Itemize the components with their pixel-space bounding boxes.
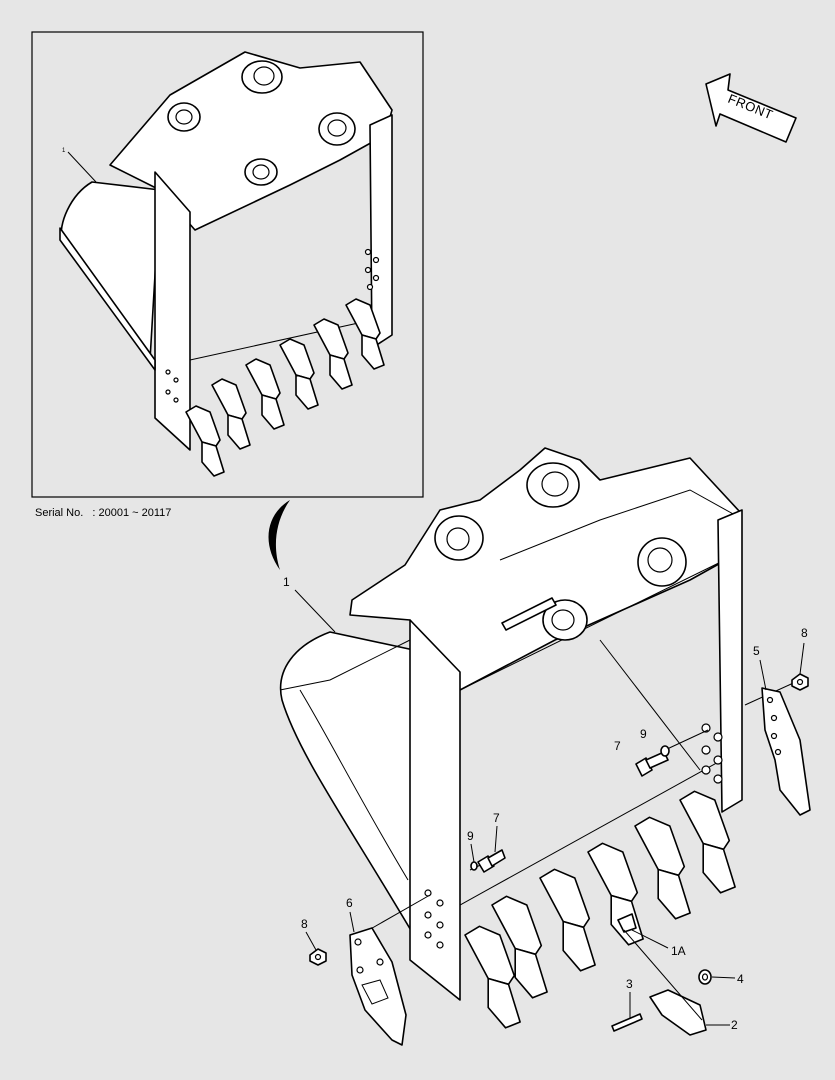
bucket-tooth (587, 842, 644, 946)
inset-tooth (185, 405, 225, 477)
inset-tooth (279, 338, 319, 410)
callout-bolt-right: 7 (614, 739, 621, 753)
callout-nut-left: 8 (301, 917, 308, 931)
serial-range: : 20001 ~ 20117 (92, 507, 171, 519)
callout-washer-right: 9 (640, 727, 647, 741)
washer-right (660, 745, 670, 757)
inset-tooth (211, 378, 251, 450)
inset-panel: 1 (31, 31, 424, 498)
callout-pin: 3 (626, 977, 633, 991)
bucket-tooth (679, 790, 736, 894)
tooth-tip (649, 989, 707, 1036)
inset-tooth (245, 358, 285, 430)
callout-washer-left: 9 (467, 829, 474, 843)
inset-bucket-drawing (59, 51, 393, 477)
inset-callout-1: 1 (62, 148, 66, 154)
inset-tooth (345, 298, 385, 370)
nut-left (309, 948, 327, 966)
bucket-tooth (491, 895, 548, 999)
pin (611, 1013, 643, 1032)
inset-pointer (268, 500, 290, 570)
lock (698, 969, 712, 985)
callout-tooth-adapter: 1A (671, 944, 686, 958)
callout-side-cutter-right: 5 (753, 644, 760, 658)
callout-bucket: 1 (283, 575, 290, 589)
bolt-left (477, 849, 506, 873)
serial-label: Serial No. (35, 507, 83, 519)
bucket-tooth (464, 925, 521, 1029)
svg-text:Serial No. : 20001 ~ 20117: Serial No. : 20001 ~ 20117 (35, 507, 171, 519)
callout-nut-right: 8 (801, 626, 808, 640)
callout-bolt-left: 7 (493, 811, 500, 825)
front-arrow: FRONT (705, 73, 797, 143)
side-cutter-right (761, 687, 811, 816)
callout-tooth-tip: 2 (731, 1018, 738, 1032)
washer-left (470, 861, 478, 871)
main-bucket-drawing (279, 447, 801, 1029)
callout-lock: 4 (737, 972, 744, 986)
left-bolt-holes (424, 889, 444, 949)
side-cutter-left (349, 927, 407, 1046)
nut-right (791, 673, 809, 691)
bucket-tooth (539, 868, 596, 972)
right-bolt-holes (701, 723, 723, 784)
inset-tooth (313, 318, 353, 390)
bolt-right (635, 751, 669, 777)
tooth-adapter (617, 913, 637, 933)
bucket-tooth (634, 816, 691, 920)
callout-side-cutter-left: 6 (346, 896, 353, 910)
